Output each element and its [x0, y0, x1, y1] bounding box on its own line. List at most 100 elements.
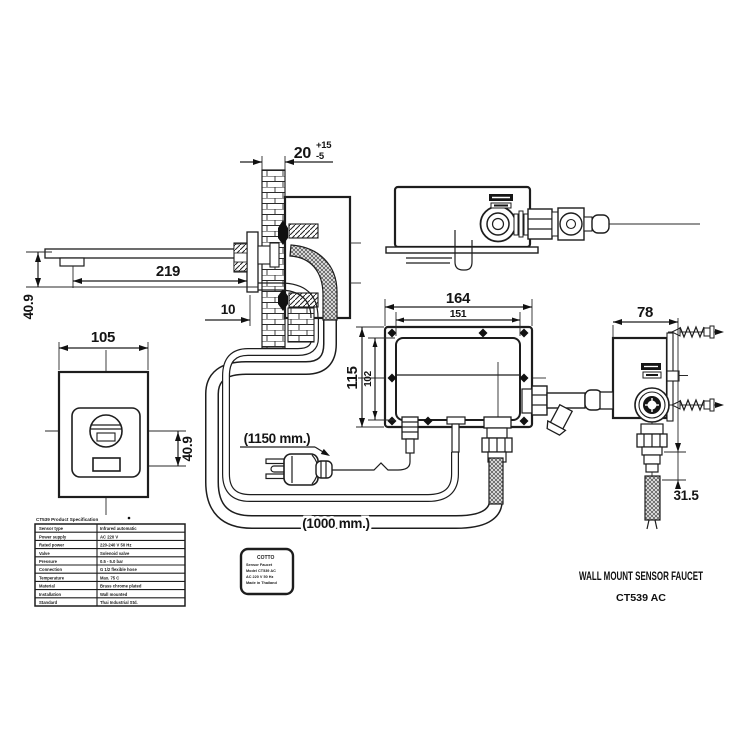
dim-spout-height: 40.9: [21, 251, 258, 320]
spec-cell: Rated power: [39, 543, 64, 548]
spec-cell: AC 220 V: [100, 534, 118, 539]
label-line: Made in Thailand: [246, 581, 277, 585]
in-wall-sensor-cable: [258, 282, 319, 319]
braided-hose-front: [488, 457, 504, 505]
dim-text-78: 78: [637, 304, 653, 321]
label-line: Sensor Faucet: [246, 563, 273, 567]
spec-cell: 0.5 - 5.0 bar: [100, 559, 123, 564]
plug-prong-top: [265, 458, 287, 465]
dim-box-heights: 115 102: [344, 326, 395, 428]
supply-hose: [205, 318, 503, 529]
product-label: COTTO Sensor Faucet Model CT539 AC AC 22…: [239, 547, 295, 596]
product-name: WALL MOUNT SENSOR FAUCET: [579, 571, 703, 583]
spec-cell: Brass chrome plated: [100, 584, 142, 589]
spec-cell: G 1/2 flexible hose: [100, 567, 137, 572]
spec-cell: Max. 75 C: [100, 575, 119, 580]
dim-tol-plus: +15: [316, 140, 332, 151]
wall-panel-front-view: 105 40.9: [45, 329, 195, 515]
label-line: COTTO: [257, 555, 275, 561]
dim-box-depth: 78: [612, 304, 679, 484]
dim-text-1150: (1150 mm.): [244, 431, 311, 446]
dim-sensor-offset: 40.9: [175, 431, 195, 466]
spec-cell: Thai Industrial Std.: [100, 600, 138, 605]
side-valve-stack: [636, 423, 668, 530]
anchor-block-bottom: [288, 292, 319, 308]
braided-hose-side: [644, 475, 661, 521]
in-wall-braided-hose: [289, 244, 338, 321]
sensor-window: [92, 457, 121, 472]
spec-cell: Material: [39, 584, 55, 589]
faucet-spout: [44, 231, 280, 293]
wall-flange: [246, 231, 259, 293]
spec-cell: Installation: [39, 592, 62, 597]
dim-wall-inset: 10: [205, 295, 251, 326]
spec-cell: Temperature: [39, 575, 65, 580]
mounting-hook: [454, 230, 473, 271]
wall-section-view: 20 +15 -5 219 40.9 10: [21, 140, 361, 349]
valve-port-outer: [479, 205, 517, 243]
dim-text-219: 219: [156, 263, 180, 280]
spec-cell: Infrared automatic: [100, 526, 137, 531]
outlet-fittings-top: [513, 207, 610, 241]
power-connector: [405, 438, 415, 454]
spec-cell: 220-240 V 50 Hz: [100, 543, 131, 548]
spec-cell: Valve: [39, 551, 50, 556]
control-box-side-view: 78 31.5: [599, 304, 724, 530]
wall-screw-top: [668, 325, 724, 339]
cord-boot: [315, 460, 333, 479]
spec-cell: Wall mounted: [100, 592, 128, 597]
dim-text-102: 102: [363, 370, 374, 387]
callout-power-cord-length: (1150 mm.): [240, 431, 330, 456]
title-block: WALL MOUNT SENSOR FAUCET CT539 AC: [579, 571, 703, 604]
power-plug: [265, 453, 411, 486]
dim-text-20: 20: [294, 145, 312, 162]
anchor-bolt-top: [278, 220, 288, 245]
spec-table-title: CT539 Product Specification: [36, 517, 98, 522]
dim-text-105: 105: [91, 329, 115, 346]
control-box-front-view: 164 151 115 102: [344, 290, 603, 505]
anchor-block-top: [288, 223, 319, 239]
dim-tol-minus: -5: [316, 151, 325, 162]
spec-cell: Pressure: [39, 559, 58, 564]
plug-body: [283, 453, 319, 486]
dim-text-151: 151: [450, 308, 467, 320]
dim-hose-clearance: 31.5: [662, 443, 700, 503]
dim-text-409-left: 40.9: [21, 294, 36, 319]
dim-text-1000: (1000 mm.): [302, 516, 370, 531]
power-cord: [332, 453, 411, 471]
dim-spout-length: 219: [72, 263, 247, 288]
spout-outlet-front: [89, 414, 123, 448]
dim-text-10: 10: [221, 302, 235, 317]
dim-text-164: 164: [446, 290, 471, 307]
label-line: Model CT539 AC: [246, 569, 276, 573]
sensor-probe: [451, 423, 460, 453]
product-model: CT539 AC: [616, 592, 666, 604]
box-flange: [385, 246, 539, 254]
spout-outlet: [59, 257, 85, 267]
spec-cell: Sensor type: [39, 526, 64, 531]
wall-screw-bottom: [668, 398, 724, 412]
dim-panel-width: 105: [58, 329, 149, 370]
dim-text-115: 115: [344, 366, 361, 389]
outlet-stub-side: [599, 391, 614, 410]
sensor-cable: [222, 318, 459, 502]
box-body-front: [395, 337, 521, 421]
anchor-bolt-bottom: [278, 289, 288, 311]
bottom-connectors: [401, 416, 513, 505]
control-box-top-view: [385, 185, 700, 271]
spec-cell: Solenoid valve: [100, 551, 130, 556]
plug-prong-bottom: [265, 473, 287, 480]
outlet-valve-front: [521, 385, 603, 436]
brick-column: [287, 307, 315, 343]
dim-text-409-right: 40.9: [180, 436, 195, 461]
mounting-screws: [387, 328, 529, 426]
dim-box-widths: 164 151: [384, 290, 533, 336]
label-line: AC 220 V 50 Hz: [246, 575, 274, 579]
dim-wall-thickness: 20 +15 -5: [240, 140, 333, 197]
spec-cell: Power supply: [39, 534, 67, 539]
spec-cell: Standard: [39, 600, 58, 605]
dim-text-315: 31.5: [673, 488, 699, 503]
